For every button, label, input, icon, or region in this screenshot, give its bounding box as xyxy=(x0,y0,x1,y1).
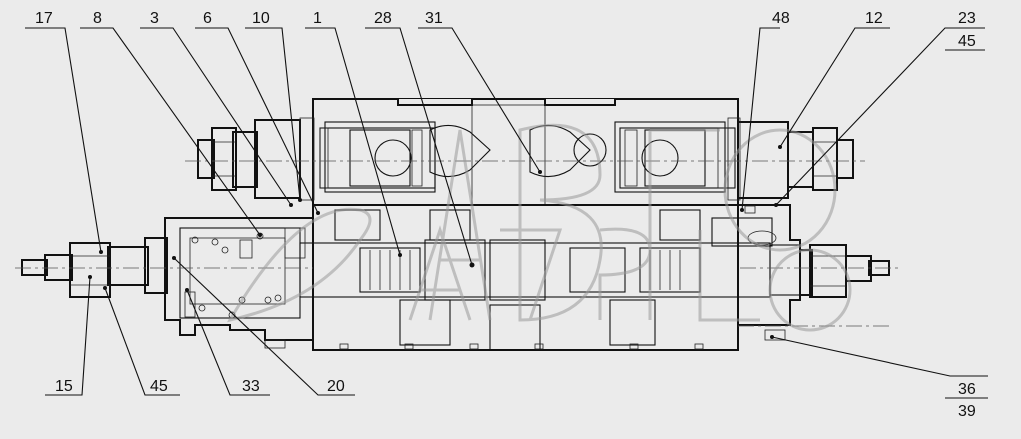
label-45-top: 45 xyxy=(958,33,976,50)
upper-left-plug xyxy=(197,117,315,201)
label-20: 20 xyxy=(327,378,345,395)
label-8: 8 xyxy=(93,10,102,27)
label-17: 17 xyxy=(35,10,53,27)
label-10: 10 xyxy=(252,10,270,27)
part-labels: 17 8 3 6 10 1 28 31 48 12 23 45 15 45 33… xyxy=(35,10,976,420)
leader-lines xyxy=(25,27,988,399)
label-36: 36 xyxy=(958,381,976,398)
left-relief-valve-housing xyxy=(164,217,314,349)
upper-right-plug xyxy=(727,117,854,201)
left-inlet-fitting xyxy=(21,237,168,298)
label-33: 33 xyxy=(242,378,260,395)
label-6: 6 xyxy=(203,10,212,27)
label-28: 28 xyxy=(374,10,392,27)
label-31: 31 xyxy=(425,10,443,27)
label-3: 3 xyxy=(150,10,159,27)
label-45-bottom: 45 xyxy=(150,378,168,395)
label-15: 15 xyxy=(55,378,73,395)
watermark xyxy=(226,123,852,332)
label-23: 23 xyxy=(958,10,976,27)
upper-valve-body xyxy=(312,98,739,206)
label-12: 12 xyxy=(865,10,883,27)
label-48: 48 xyxy=(772,10,790,27)
label-39: 39 xyxy=(958,403,976,420)
label-1: 1 xyxy=(313,10,322,27)
